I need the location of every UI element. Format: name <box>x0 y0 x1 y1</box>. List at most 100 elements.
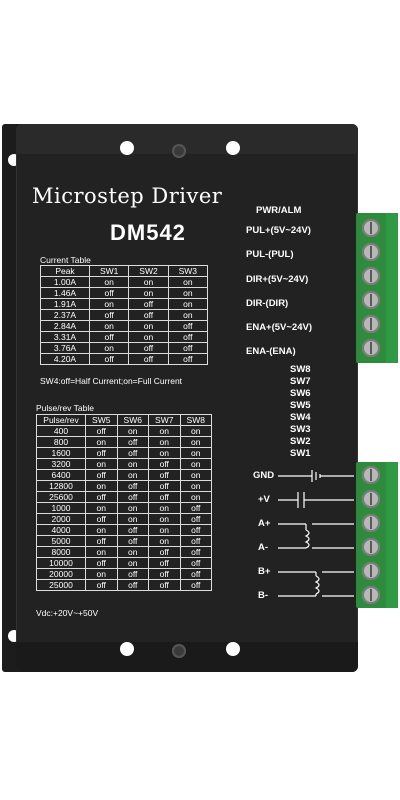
table-cell: on <box>116 425 149 437</box>
table-cell: on <box>116 469 149 481</box>
table-cell: off <box>179 568 212 580</box>
table-cell: off <box>88 353 130 365</box>
table-cell: 6400 <box>36 469 86 481</box>
table-cell: 4.20A <box>40 353 90 365</box>
terminal-screw-icon[interactable] <box>362 291 380 309</box>
table-cell: 1.91A <box>40 298 90 310</box>
table-cell: off <box>116 491 149 503</box>
table-cell: on <box>148 524 181 536</box>
terminal-screw-icon[interactable] <box>362 514 380 532</box>
pulse-table-title: Pulse/rev Table <box>36 403 94 413</box>
column-header: Pulse/rev <box>36 414 86 426</box>
table-cell: on <box>85 502 118 514</box>
column-header: SW2 <box>128 265 169 277</box>
terminal-screw-icon[interactable] <box>362 315 380 333</box>
table-cell: 10000 <box>36 557 86 569</box>
table-cell: on <box>88 342 130 354</box>
table-cell: on <box>116 513 149 525</box>
table-cell: on <box>88 276 130 288</box>
table-cell: 2000 <box>36 513 86 525</box>
table-cell: 1000 <box>36 502 86 514</box>
table-cell: off <box>179 513 212 525</box>
table-cell: off <box>85 447 118 459</box>
screw-hole <box>226 141 240 155</box>
table-cell: off <box>167 342 209 354</box>
ena-plus-label: ENA+(5V~24V) <box>246 322 313 333</box>
table-cell: off <box>88 331 130 343</box>
table-cell: 20000 <box>36 568 86 580</box>
terminal-block-side <box>384 213 398 363</box>
table-cell: off <box>128 353 169 365</box>
terminal-screw-icon[interactable] <box>362 219 380 237</box>
table-cell: 5000 <box>36 535 86 547</box>
b-plus-label: B+ <box>258 566 271 577</box>
table-cell: on <box>88 298 130 310</box>
pul-plus-label: PUL+(5V~24V) <box>246 225 311 236</box>
screw-hole <box>120 642 134 656</box>
switch-label-sw6: SW6 <box>290 388 311 399</box>
terminal-screw-icon[interactable] <box>362 538 380 556</box>
b-minus-label: B- <box>258 590 269 601</box>
table-cell: off <box>148 579 181 591</box>
table-cell: on <box>116 502 149 514</box>
table-cell: on <box>128 331 169 343</box>
pwr-alm-label: PWR/ALM <box>256 205 302 216</box>
switch-label-sw5: SW5 <box>290 400 311 411</box>
table-cell: off <box>128 298 169 310</box>
table-cell: off <box>116 535 149 547</box>
table-cell: on <box>167 287 209 299</box>
table-cell: on <box>179 436 212 448</box>
signal-terminal-block[interactable] <box>356 213 386 363</box>
table-cell: 3.31A <box>40 331 90 343</box>
table-cell: on <box>85 458 118 470</box>
power-terminal-block[interactable] <box>356 462 386 608</box>
column-header: SW3 <box>167 265 209 277</box>
table-cell: off <box>116 436 149 448</box>
device-title: Microstep Driver <box>32 184 223 208</box>
switch-label-sw7: SW7 <box>290 376 311 387</box>
housing-bottom-edge <box>16 642 358 672</box>
table-cell: off <box>85 491 118 503</box>
table-cell: on <box>148 535 181 547</box>
table-cell: on <box>128 287 169 299</box>
terminal-screw-icon[interactable] <box>362 243 380 261</box>
terminal-screw-icon[interactable] <box>362 466 380 484</box>
table-cell: 2.84A <box>40 320 90 332</box>
table-cell: 25600 <box>36 491 86 503</box>
terminal-screw-icon[interactable] <box>362 267 380 285</box>
table-cell: on <box>88 320 130 332</box>
terminal-screw-icon[interactable] <box>362 562 380 580</box>
table-cell: 3.76A <box>40 342 90 354</box>
table-cell: off <box>85 469 118 481</box>
screw-icon <box>172 144 186 158</box>
table-cell: 25000 <box>36 579 86 591</box>
table-cell: on <box>148 425 181 437</box>
table-cell: off <box>85 425 118 437</box>
table-cell: off <box>148 557 181 569</box>
table-cell: off <box>148 546 181 558</box>
current-table-title: Current Table <box>40 255 91 265</box>
terminal-screw-icon[interactable] <box>362 339 380 357</box>
table-cell: on <box>179 458 212 470</box>
terminal-screw-icon[interactable] <box>362 586 380 604</box>
terminal-screw-icon[interactable] <box>362 490 380 508</box>
a-minus-label: A- <box>258 542 269 553</box>
table-cell: off <box>148 491 181 503</box>
table-cell: off <box>116 480 149 492</box>
table-cell: off <box>179 524 212 536</box>
voltage-note: Vdc:+20V~+50V <box>36 608 99 618</box>
table-cell: on <box>116 557 149 569</box>
